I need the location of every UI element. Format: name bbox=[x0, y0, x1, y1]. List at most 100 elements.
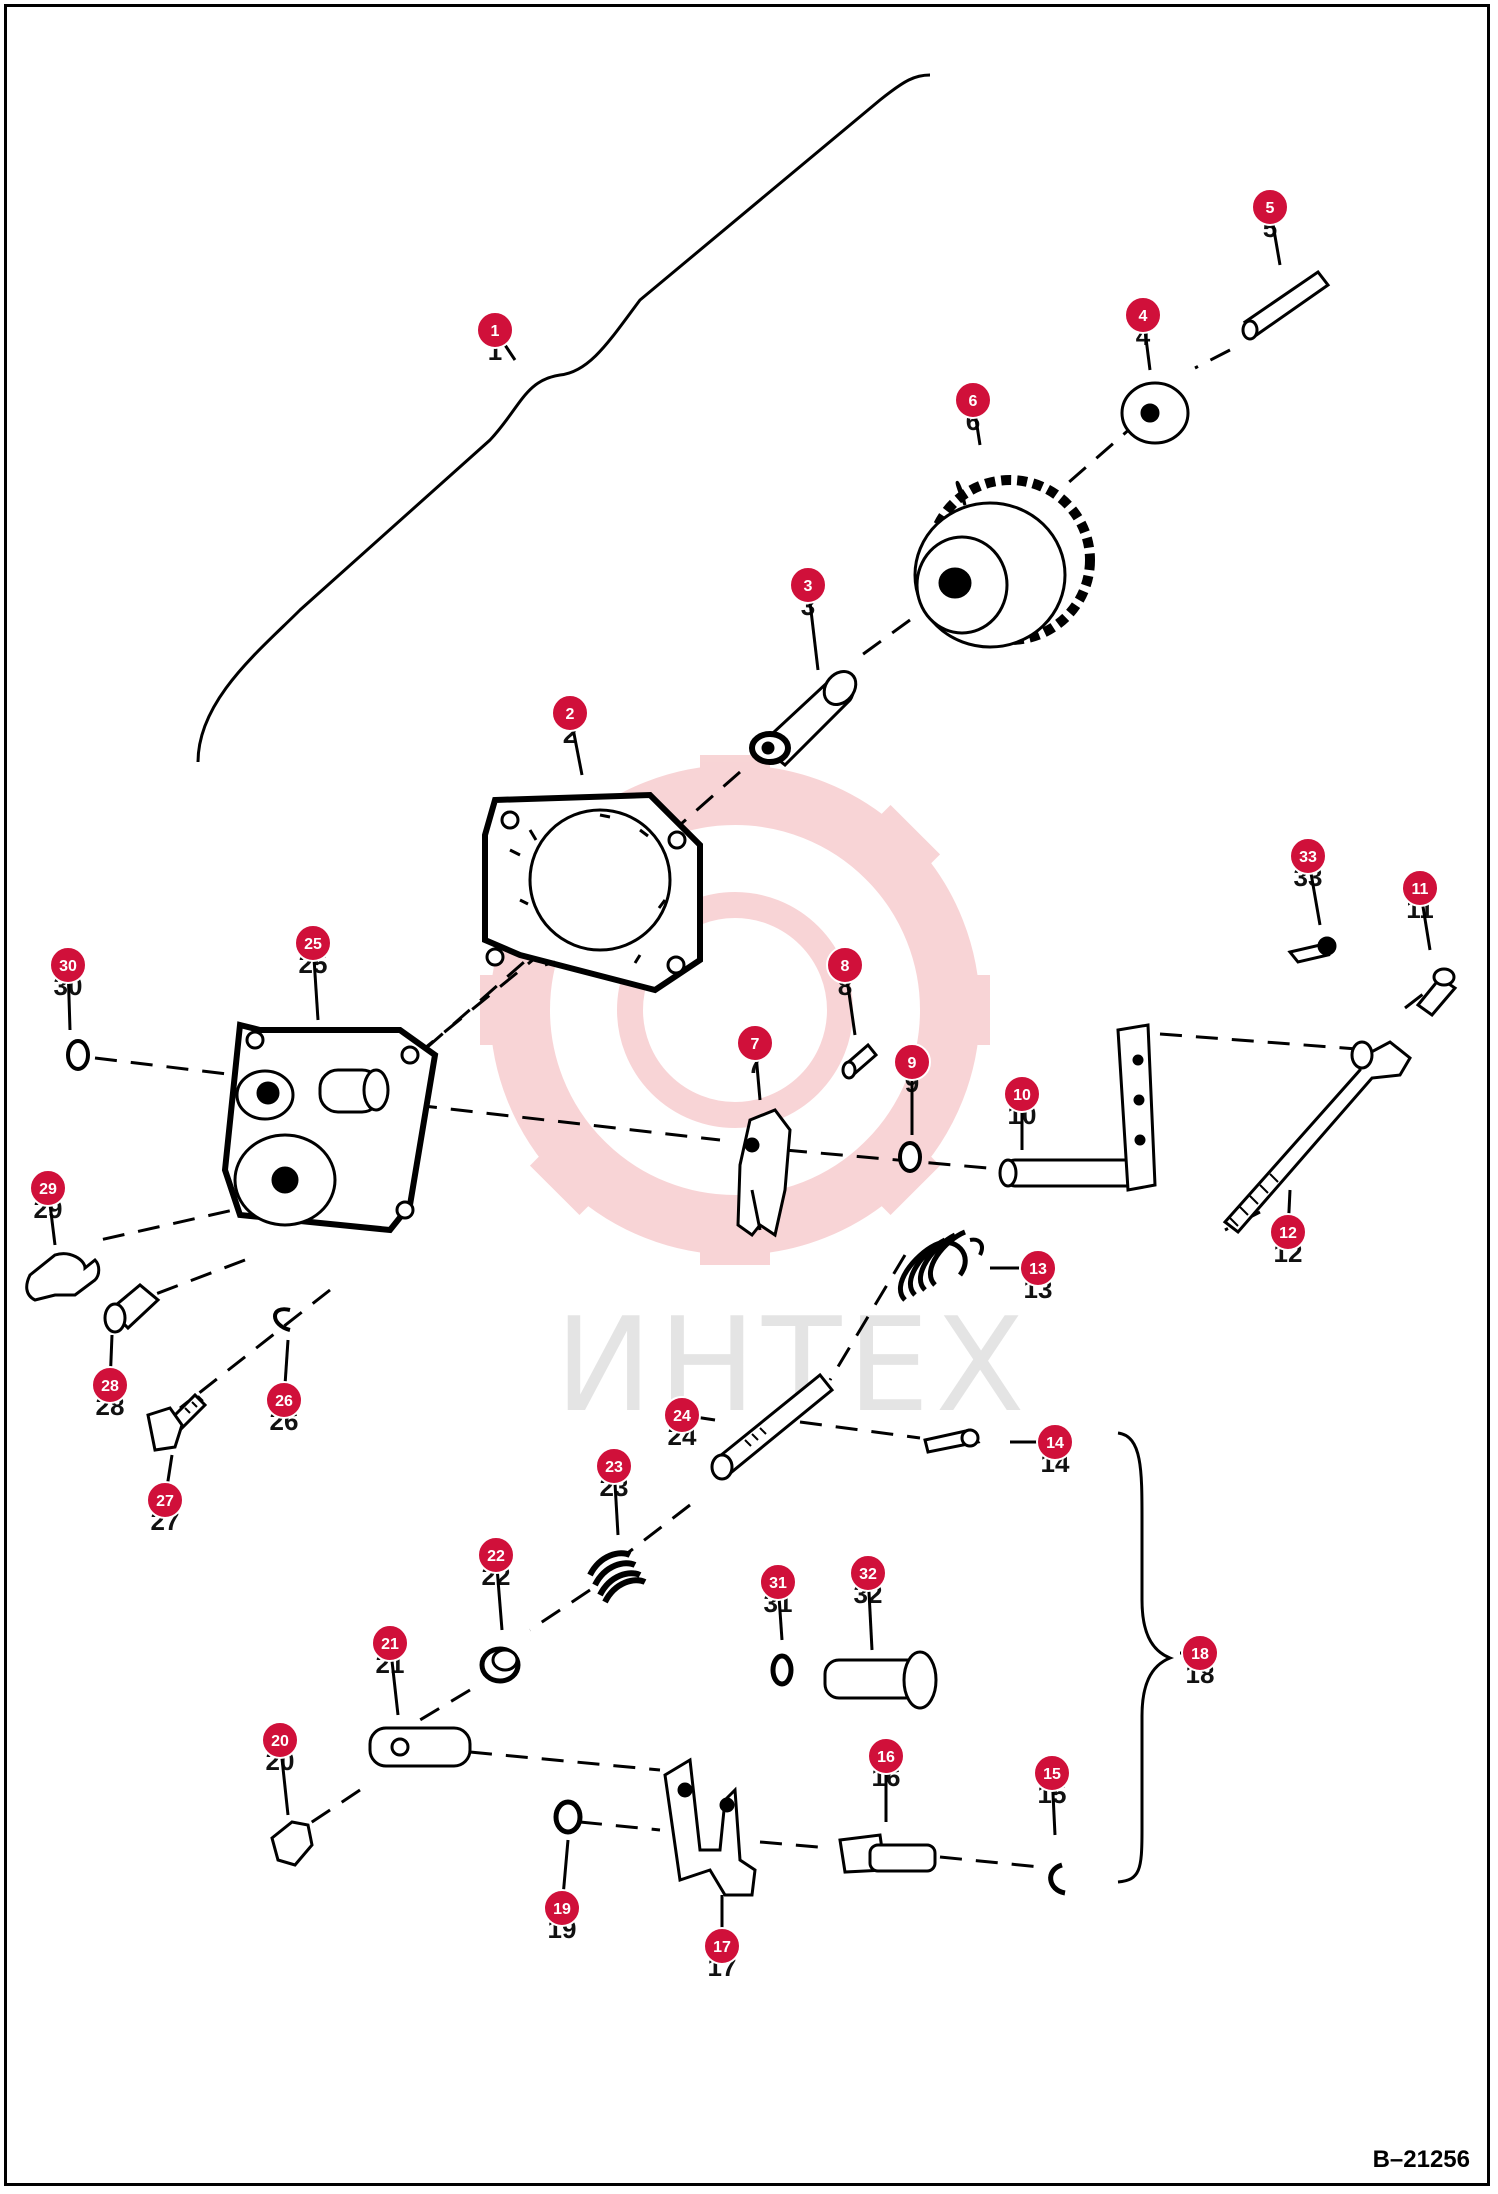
callout-number-2: 2 bbox=[566, 706, 575, 723]
part-oring-9 bbox=[898, 1141, 922, 1173]
part-lever-17 bbox=[663, 1757, 757, 1897]
callout-marker-1[interactable] bbox=[476, 311, 514, 349]
part-body-21 bbox=[368, 1726, 472, 1768]
part-oring-30 bbox=[66, 1039, 90, 1071]
callout-number-15: 15 bbox=[1043, 1766, 1061, 1783]
callout-number-19: 19 bbox=[553, 1901, 571, 1918]
callout-marker-15[interactable] bbox=[1033, 1754, 1071, 1792]
part-washer-19 bbox=[553, 1799, 583, 1835]
watermark-gear-tooth bbox=[920, 975, 990, 1045]
assembly-bracket-18 bbox=[1117, 1431, 1175, 1884]
callout-marker-32[interactable] bbox=[849, 1554, 887, 1592]
part-rod-12 bbox=[1222, 1040, 1412, 1235]
part-stud-16 bbox=[838, 1833, 937, 1874]
callout-marker-5[interactable] bbox=[1251, 188, 1289, 226]
callout-marker-23[interactable] bbox=[595, 1447, 633, 1485]
part-plunger-22 bbox=[479, 1646, 521, 1684]
callout-marker-14[interactable] bbox=[1036, 1423, 1074, 1461]
callout-marker-16[interactable] bbox=[867, 1737, 905, 1775]
callout-marker-24[interactable] bbox=[663, 1396, 701, 1434]
callout-number-13: 13 bbox=[1029, 1261, 1047, 1278]
part-spring-13 bbox=[897, 1229, 984, 1302]
callout-marker-12[interactable] bbox=[1269, 1213, 1307, 1251]
callout-marker-11[interactable] bbox=[1401, 869, 1439, 907]
part-elbow-29 bbox=[25, 1252, 101, 1302]
callout-marker-10[interactable] bbox=[1003, 1075, 1041, 1113]
callout-marker-28[interactable] bbox=[91, 1366, 129, 1404]
part-pin-32 bbox=[823, 1650, 938, 1710]
callout-number-20: 20 bbox=[271, 1733, 289, 1750]
part-shaft-3 bbox=[749, 670, 858, 768]
callout-number-17: 17 bbox=[713, 1939, 731, 1956]
callout-number-18: 18 bbox=[1191, 1646, 1209, 1663]
part-ring-31 bbox=[770, 1653, 794, 1687]
assembly-bracket-1 bbox=[196, 73, 931, 763]
callout-markers: 1234567891011121314151617181920212223242… bbox=[29, 188, 1439, 1965]
callout-number-1: 1 bbox=[491, 323, 500, 340]
callout-marker-20[interactable] bbox=[261, 1721, 299, 1759]
callout-number-4: 4 bbox=[1139, 308, 1148, 325]
callout-marker-31[interactable] bbox=[759, 1563, 797, 1601]
callout-marker-18[interactable] bbox=[1181, 1634, 1219, 1672]
watermark-gear-tooth bbox=[700, 755, 770, 825]
callout-number-16: 16 bbox=[877, 1749, 895, 1766]
callout-number-23: 23 bbox=[605, 1459, 623, 1476]
callout-marker-19[interactable] bbox=[543, 1889, 581, 1927]
part-washer-4 bbox=[1120, 381, 1190, 445]
callout-marker-4[interactable] bbox=[1124, 296, 1162, 334]
part-ring-15 bbox=[1048, 1862, 1066, 1896]
callout-number-9: 9 bbox=[908, 1055, 917, 1072]
part-bolt-27 bbox=[146, 1392, 208, 1452]
callout-marker-9[interactable] bbox=[893, 1043, 931, 1081]
callout-marker-3[interactable] bbox=[789, 566, 827, 604]
callout-number-25: 25 bbox=[304, 936, 322, 953]
callout-number-29: 29 bbox=[39, 1181, 57, 1198]
part-gasket-2 bbox=[482, 791, 703, 994]
callout-marker-27[interactable] bbox=[146, 1481, 184, 1519]
callout-number-22: 22 bbox=[487, 1548, 505, 1565]
part-bolt-11 bbox=[1415, 967, 1458, 1018]
callout-number-11: 11 bbox=[1412, 881, 1429, 898]
reference-code: B–21256 bbox=[1372, 2146, 1470, 2173]
callout-marker-13[interactable] bbox=[1019, 1249, 1057, 1287]
part-pin-14 bbox=[923, 1428, 981, 1454]
callout-marker-2[interactable] bbox=[551, 694, 589, 732]
callout-number-8: 8 bbox=[841, 958, 850, 975]
callout-marker-29[interactable] bbox=[29, 1169, 67, 1207]
part-housing-25 bbox=[221, 1021, 439, 1234]
part-shaft-10 bbox=[998, 1023, 1157, 1192]
callout-number-24: 24 bbox=[673, 1408, 691, 1425]
callout-number-10: 10 bbox=[1013, 1087, 1031, 1104]
callout-marker-33[interactable] bbox=[1289, 837, 1327, 875]
part-nut-33 bbox=[1287, 936, 1337, 964]
callout-marker-17[interactable] bbox=[703, 1927, 741, 1965]
part-ring-26 bbox=[273, 1307, 291, 1332]
callout-number-21: 21 bbox=[381, 1636, 399, 1653]
callout-number-12: 12 bbox=[1279, 1225, 1297, 1242]
watermark-gear-tooth bbox=[480, 975, 550, 1045]
callout-number-14: 14 bbox=[1046, 1435, 1064, 1452]
callout-number-31: 31 bbox=[769, 1575, 787, 1592]
callout-marker-30[interactable] bbox=[49, 946, 87, 984]
callout-number-27: 27 bbox=[156, 1493, 174, 1510]
part-lever-7 bbox=[736, 1108, 792, 1238]
callout-marker-26[interactable] bbox=[265, 1381, 303, 1419]
callout-marker-8[interactable] bbox=[826, 946, 864, 984]
callout-marker-22[interactable] bbox=[477, 1536, 515, 1574]
callout-marker-21[interactable] bbox=[371, 1624, 409, 1662]
callout-marker-6[interactable] bbox=[954, 381, 992, 419]
part-fitting-28 bbox=[103, 1283, 161, 1334]
part-spring-23 bbox=[587, 1550, 647, 1604]
callout-marker-25[interactable] bbox=[294, 924, 332, 962]
callout-number-5: 5 bbox=[1266, 200, 1275, 217]
callout-number-3: 3 bbox=[804, 578, 813, 595]
callout-number-26: 26 bbox=[275, 1393, 293, 1410]
callout-number-7: 7 bbox=[751, 1036, 760, 1053]
callout-number-6: 6 bbox=[969, 393, 978, 410]
part-pin-5 bbox=[1241, 269, 1331, 341]
part-gear-6 bbox=[913, 475, 1095, 649]
callout-number-33: 33 bbox=[1299, 849, 1317, 866]
callout-marker-7[interactable] bbox=[736, 1024, 774, 1062]
part-pin-24 bbox=[710, 1372, 835, 1481]
